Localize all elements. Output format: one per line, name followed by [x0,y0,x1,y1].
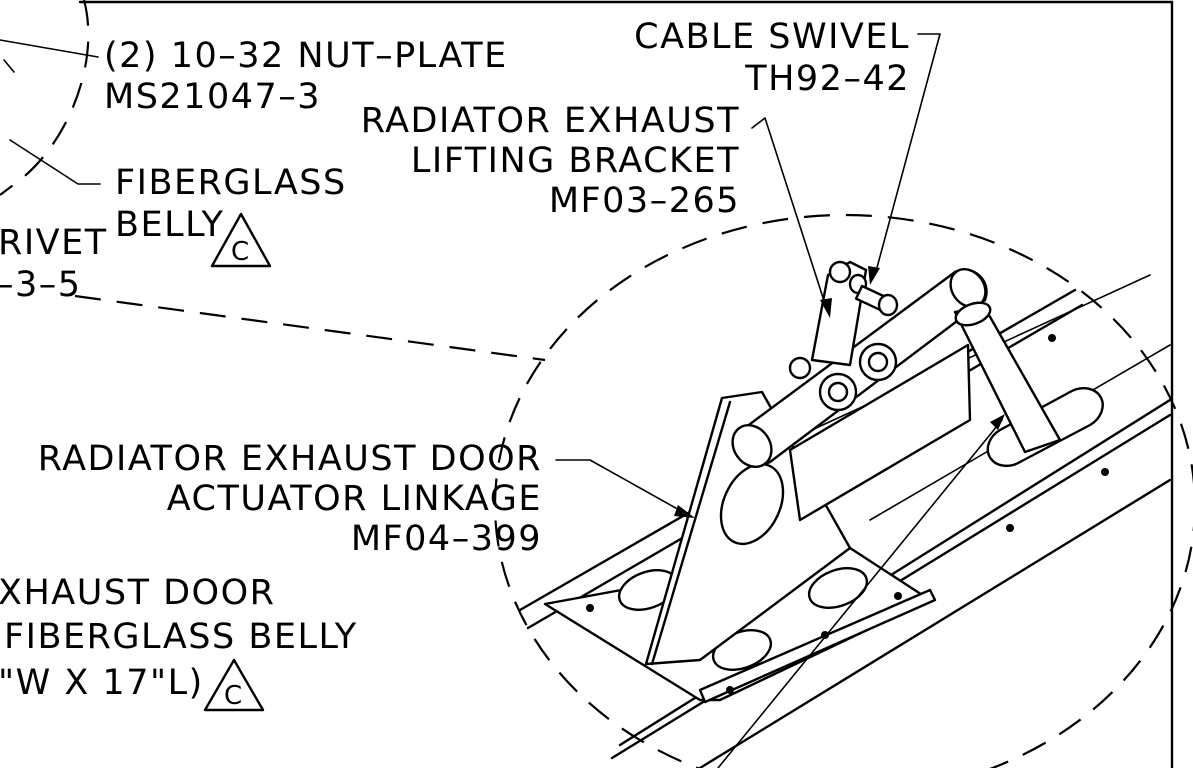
actuator-plate [788,343,972,522]
callout-lifting-bracket: RADIATOR EXHAUST LIFTING BRACKET MF03–26… [361,101,740,221]
revision-triangle-c: C [210,212,272,268]
revision-letter-lower: C [224,681,244,711]
detail-circle-top-left [0,0,90,196]
exhaust-assembly [518,260,1172,768]
rivet-line1: RIVET [0,223,108,263]
callout-rivet: RIVET –3–5 [0,223,108,305]
lifting-bracket-line1: RADIATOR EXHAUST [361,101,740,141]
bolt-nuts [788,260,898,412]
actuator-linkage-line1: RADIATOR EXHAUST DOOR [38,439,542,479]
gusset-lightening-hole [719,462,785,546]
fiberglass-belly-line2: BELLY [115,205,224,245]
drawing-frame [78,0,1174,768]
revision-triangle-c-lower: C [203,658,265,712]
callout-actuator-linkage: RADIATOR EXHAUST DOOR ACTUATOR LINKAGE M… [38,439,542,559]
cable-swivel-line1: CABLE SWIVEL [634,17,910,57]
rivet-dashed-leader [74,294,546,362]
lifting-bracket-line2: LIFTING BRACKET [411,141,740,181]
fiberglass-belly-line1: FIBERGLASS [115,163,347,203]
exhaust-door-line3: "W X 17"L) [0,663,204,703]
exhaust-door-line1: XHAUST DOOR [0,573,275,613]
actuator-linkage-line3: MF04–399 [351,519,542,559]
callout-fiberglass-belly: FIBERGLASS BELLY C [115,163,347,268]
cable-swivel-line2: TH92–42 [744,59,910,99]
callout-cable-swivel: CABLE SWIVEL TH92–42 [634,17,910,99]
rivet-line2: –3–5 [0,265,82,305]
base-plate-holes [586,553,902,694]
lifting-bracket-line3: MF03–265 [549,181,740,221]
leader-lines [0,33,1005,768]
nut-plate-line2: MS21047–3 [104,77,321,117]
callout-exhaust-door: XHAUST DOOR FIBERGLASS BELLY "W X 17"L) … [0,573,358,712]
exhaust-door-line2: FIBERGLASS BELLY [4,617,358,657]
callout-nut-plate: (2) 10–32 NUT–PLATE MS21047–3 [104,36,508,117]
nut-plate-line1: (2) 10–32 NUT–PLATE [104,36,508,76]
revision-letter: C [231,237,251,267]
cable-swivel [848,273,899,317]
actuator-linkage-line2: ACTUATOR LINKAGE [167,479,542,519]
